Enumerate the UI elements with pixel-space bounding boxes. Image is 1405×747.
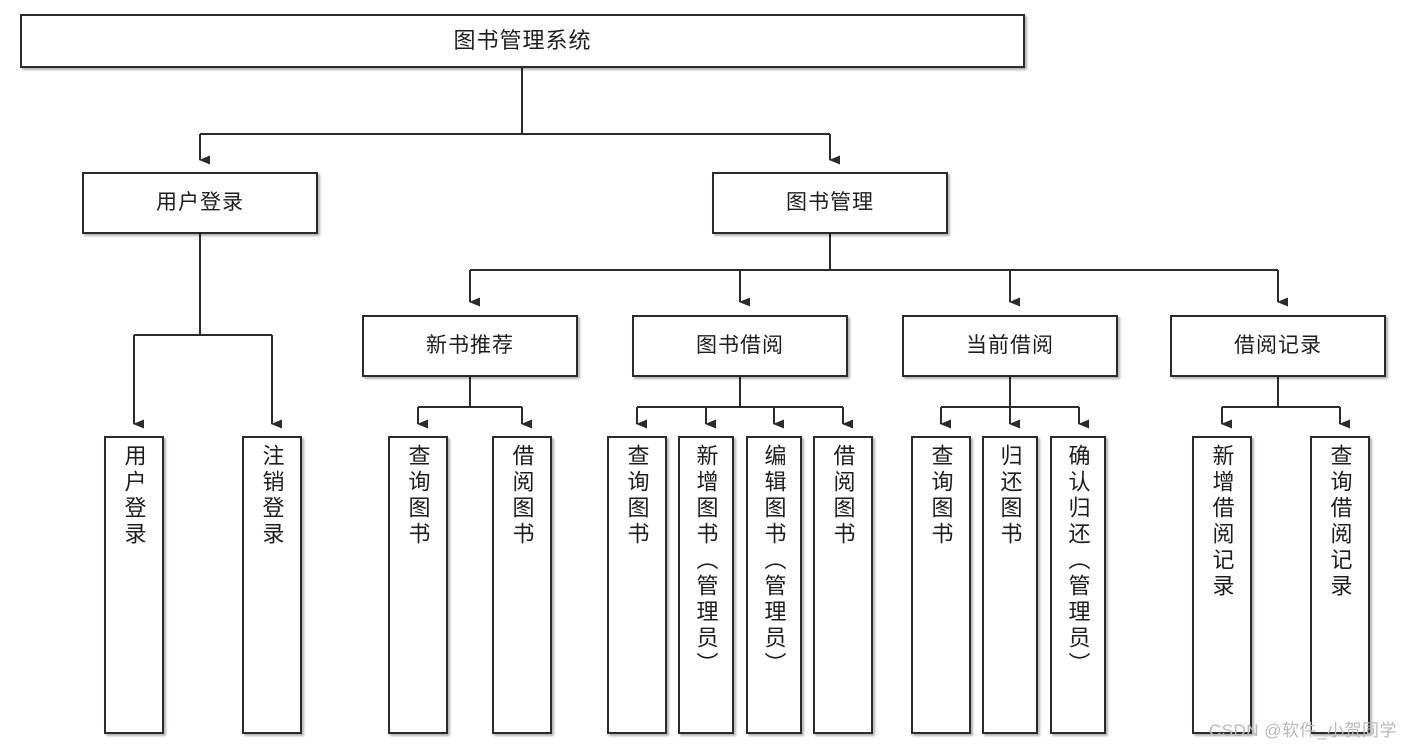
node-label: 查询图书 xyxy=(624,444,650,548)
node-label: 编辑图书（管理员） xyxy=(761,444,787,678)
leaf-return-book[interactable]: 归还图书 xyxy=(982,436,1038,734)
node-label: 归还图书 xyxy=(997,444,1023,548)
node-label: 图书管理 xyxy=(786,190,874,214)
leaf-user-login[interactable]: 用户登录 xyxy=(104,436,164,734)
node-label: 新增借阅记录 xyxy=(1209,444,1235,600)
leaf-confirm-return-admin[interactable]: 确认归还（管理员） xyxy=(1050,436,1106,734)
node-book-borrow[interactable]: 图书借阅 xyxy=(632,315,848,377)
node-borrow-record[interactable]: 借阅记录 xyxy=(1170,315,1386,377)
leaf-add-book-admin[interactable]: 新增图书（管理员） xyxy=(678,436,734,734)
leaf-query-book-borrow[interactable]: 查询图书 xyxy=(607,436,667,734)
node-label: 借阅图书 xyxy=(830,444,856,548)
node-label: 用户登录 xyxy=(121,444,147,548)
node-root-book-management-system[interactable]: 图书管理系统 xyxy=(20,14,1025,68)
node-label: 查询借阅记录 xyxy=(1327,444,1353,600)
node-label: 用户登录 xyxy=(156,190,244,214)
node-label: 注销登录 xyxy=(259,444,285,548)
node-new-book-recommend[interactable]: 新书推荐 xyxy=(362,315,578,377)
leaf-query-borrow-record[interactable]: 查询借阅记录 xyxy=(1310,436,1370,734)
node-label: 确认归还（管理员） xyxy=(1065,444,1091,678)
leaf-query-book-current[interactable]: 查询图书 xyxy=(911,436,971,734)
node-label: 借阅记录 xyxy=(1234,333,1322,357)
csdn-watermark: CSDN @软件_小贺同学 xyxy=(1208,721,1397,740)
node-label: 查询图书 xyxy=(928,444,954,548)
leaf-edit-book-admin[interactable]: 编辑图书（管理员） xyxy=(746,436,802,734)
node-label: 图书管理系统 xyxy=(453,28,592,54)
node-label: 借阅图书 xyxy=(509,444,535,548)
node-label: 图书借阅 xyxy=(696,333,784,357)
leaf-borrow-book[interactable]: 借阅图书 xyxy=(813,436,873,734)
node-label: 当前借阅 xyxy=(966,333,1054,357)
leaf-borrow-book-recommend[interactable]: 借阅图书 xyxy=(492,436,552,734)
leaf-add-borrow-record[interactable]: 新增借阅记录 xyxy=(1192,436,1252,734)
node-label: 新增图书（管理员） xyxy=(693,444,719,678)
node-current-borrow[interactable]: 当前借阅 xyxy=(902,315,1118,377)
node-label: 新书推荐 xyxy=(426,333,514,357)
node-label: 查询图书 xyxy=(405,444,431,548)
leaf-logout-login[interactable]: 注销登录 xyxy=(242,436,302,734)
node-user-login[interactable]: 用户登录 xyxy=(82,172,318,234)
node-book-management[interactable]: 图书管理 xyxy=(712,172,948,234)
leaf-query-book-recommend[interactable]: 查询图书 xyxy=(388,436,448,734)
